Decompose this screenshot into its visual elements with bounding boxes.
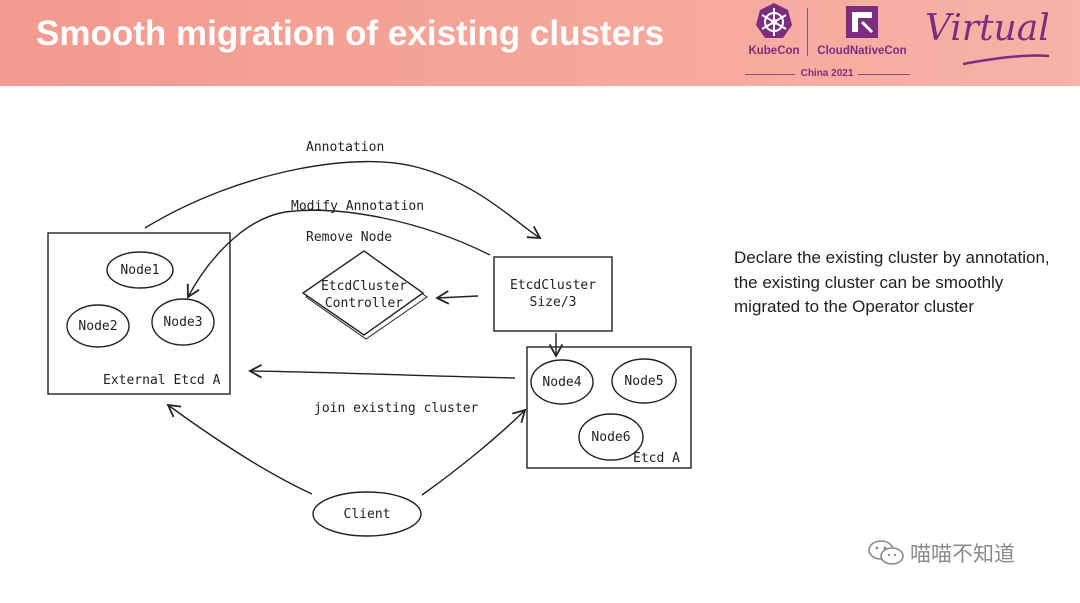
client-to-external-arrow <box>166 403 313 495</box>
slide-title: Smooth migration of existing clusters <box>36 14 665 53</box>
description-text: Declare the existing cluster by annotati… <box>734 248 1050 316</box>
event-line-left <box>745 74 795 75</box>
node4-ellipse <box>530 359 594 405</box>
wechat-icon <box>868 540 904 565</box>
kubecon-label: KubeCon <box>748 45 800 57</box>
node6-ellipse <box>578 413 644 461</box>
node2-label: Node2 <box>78 319 117 334</box>
external-etcd-box <box>47 232 231 395</box>
watermark-text: 喵喵不知道 <box>910 542 1015 566</box>
node6-label: Node6 <box>591 430 630 445</box>
cr-label-1: EtcdCluster <box>510 278 596 293</box>
cncf-square-icon <box>846 6 878 38</box>
client-ellipse <box>312 491 422 537</box>
node4-label: Node4 <box>542 375 581 390</box>
virtual-underline <box>962 54 1050 66</box>
node3-ellipse <box>151 298 215 346</box>
client-label: Client <box>344 507 391 522</box>
join-existing-cluster-label: join existing cluster <box>314 401 479 416</box>
controller-label-2: Controller <box>325 296 403 311</box>
node5-ellipse <box>611 358 677 404</box>
event-line-right <box>858 74 910 75</box>
modify-annotation-label: Modify Annotation <box>291 199 424 214</box>
cr-to-controller-arrow <box>435 290 479 305</box>
kubernetes-wheel-icon <box>756 3 792 38</box>
controller-label-1: EtcdCluster <box>321 279 407 294</box>
virtual-logo: Virtual <box>925 8 1055 76</box>
migration-diagram: Annotation Modify Annotation Remove Node… <box>47 140 692 537</box>
controller-diamond <box>301 250 425 336</box>
client-to-etcd-a-arrow <box>421 408 527 496</box>
join-existing-cluster-arrow <box>248 363 516 379</box>
external-etcd-label: External Etcd A <box>103 373 221 388</box>
brand-divider <box>807 8 808 56</box>
modify-annotation-arrow <box>186 209 491 299</box>
annotation-arrow <box>144 160 542 239</box>
etcdcluster-cr-box <box>493 256 613 332</box>
kubecon-logo: KubeCon <box>742 0 806 86</box>
etcd-a-label: Etcd A <box>633 451 680 466</box>
watermark: 喵喵不知道 <box>866 538 1015 568</box>
virtual-wordmark: Virtual <box>925 8 1050 49</box>
cloudnativecon-label: CloudNativeCon <box>817 45 907 57</box>
cloudnativecon-logo: CloudNativeCon <box>812 0 912 86</box>
node5-label: Node5 <box>624 374 663 389</box>
annotation-label: Annotation <box>306 140 384 155</box>
node1-label: Node1 <box>120 263 159 278</box>
header-banner: Smooth migration of existing clusters Ku… <box>0 0 1080 86</box>
node2-ellipse <box>66 304 130 348</box>
node1-ellipse <box>106 251 174 289</box>
cr-label-2: Size/3 <box>530 295 577 310</box>
etcd-a-box <box>526 346 692 469</box>
event-label: China 2021 <box>800 68 854 79</box>
remove-node-label: Remove Node <box>306 230 392 245</box>
node3-label: Node3 <box>163 315 202 330</box>
